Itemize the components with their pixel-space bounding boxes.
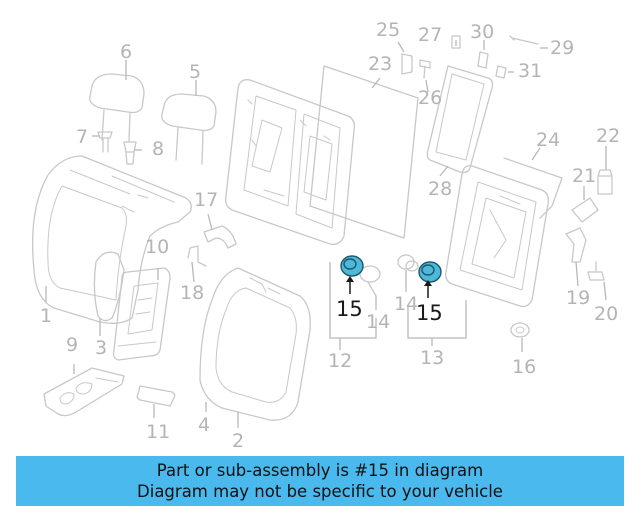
part-15-bushing-left[interactable]: [340, 255, 364, 277]
part-24-panel: [503, 157, 563, 219]
part-17-hook: [203, 225, 237, 249]
callout-15a[interactable]: 15: [336, 297, 363, 321]
info-banner: Part or sub-assembly is #15 in diagram D…: [16, 456, 624, 506]
part-10-frame: [112, 267, 171, 361]
callout-10: 10: [145, 236, 169, 258]
part-18-clip: [187, 245, 207, 267]
part-14-bushing-left: [359, 265, 381, 297]
callout-14a: 14: [366, 311, 390, 333]
part-8-guide: [123, 141, 137, 165]
callout-4: 4: [198, 414, 210, 436]
callout-30: 30: [470, 21, 494, 43]
part-19-lever: [565, 227, 587, 263]
callout-26: 26: [418, 87, 442, 109]
part-14-bushing-right: [397, 254, 419, 272]
callout-12: 12: [328, 350, 352, 372]
part-27-clip: [451, 35, 461, 49]
part-12-frame-assembly: [224, 79, 356, 245]
callout-labels: 6 5 7 8 1 3 10 9 11 4 2 17 18 23 25 26 2…: [40, 19, 620, 452]
callout-23: 23: [368, 53, 392, 75]
callout-25: 25: [376, 19, 400, 41]
part-31-clip: [495, 65, 507, 79]
callout-24: 24: [536, 129, 560, 151]
part-21-latch: [571, 197, 599, 223]
part-6-headrest: [89, 73, 145, 143]
part-5-headrest: [161, 93, 217, 165]
callout-3: 3: [95, 337, 107, 359]
callout-18: 18: [180, 282, 204, 304]
callout-21: 21: [572, 165, 596, 187]
part-30-clip: [477, 51, 489, 69]
part-3-bolster: [93, 251, 125, 322]
part-29-rod: [509, 35, 539, 45]
callout-31: 31: [518, 60, 542, 82]
callout-7: 7: [76, 126, 88, 148]
part-22-cap: [597, 169, 613, 195]
part-1-seat-back: [31, 155, 192, 324]
callout-8: 8: [152, 138, 164, 160]
callout-19: 19: [566, 287, 590, 309]
callout-29: 29: [550, 37, 574, 59]
banner-line-1: Part or sub-assembly is #15 in diagram: [156, 461, 484, 480]
part-15-bushing-right[interactable]: [418, 261, 442, 283]
part-2-seat-back: [199, 267, 311, 421]
callout-9: 9: [66, 334, 78, 356]
callout-16: 16: [512, 356, 536, 378]
part-9-armrest: [43, 367, 125, 417]
part-25-bracket: [401, 53, 413, 75]
part-7-guide: [97, 131, 113, 153]
leader-lines: [45, 40, 607, 428]
part-28-frame: [426, 65, 494, 174]
part-13-frame-assembly: [444, 165, 550, 308]
callout-22: 22: [596, 125, 620, 147]
callout-27: 27: [418, 24, 442, 46]
banner-line-2: Diagram may not be specific to your vehi…: [137, 482, 503, 501]
part-16-grommet: [510, 322, 530, 338]
callout-14b: 14: [394, 293, 418, 315]
callout-17: 17: [194, 189, 218, 211]
callout-11: 11: [146, 421, 170, 443]
parts-diagram: 6 5 7 8 1 3 10 9 11 4 2 17 18 23 25 26 2…: [31, 19, 620, 452]
callout-5: 5: [189, 61, 201, 83]
callout-6: 6: [120, 41, 132, 63]
part-20-bolt: [587, 261, 605, 281]
part-11-trim: [136, 385, 176, 407]
part-26-bolt: [419, 59, 431, 79]
callout-2: 2: [232, 430, 244, 452]
callout-15b[interactable]: 15: [416, 301, 443, 325]
part-23-panel: [309, 65, 419, 239]
callout-1: 1: [40, 305, 52, 327]
callout-13: 13: [420, 347, 444, 369]
callout-28: 28: [428, 178, 452, 200]
callout-20: 20: [594, 303, 618, 325]
